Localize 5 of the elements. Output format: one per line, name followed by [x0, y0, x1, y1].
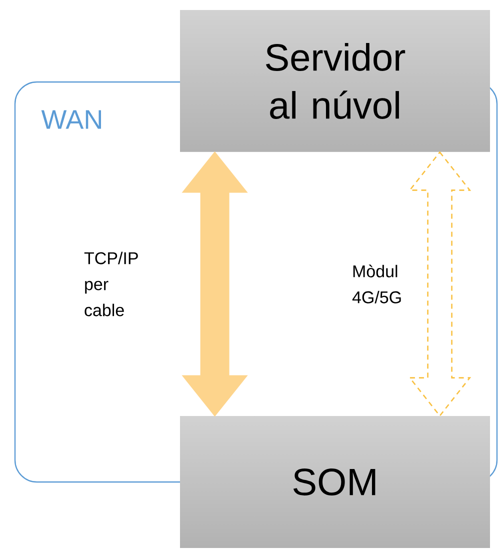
edge-label: Mòdul 4G/5G — [352, 264, 401, 304]
server-box: SOM — [180, 416, 490, 548]
server-box: Servidor al núvol — [180, 10, 490, 152]
region-label: WAN — [41, 110, 101, 129]
edge-label: TCP/IP per cable — [84, 252, 138, 316]
